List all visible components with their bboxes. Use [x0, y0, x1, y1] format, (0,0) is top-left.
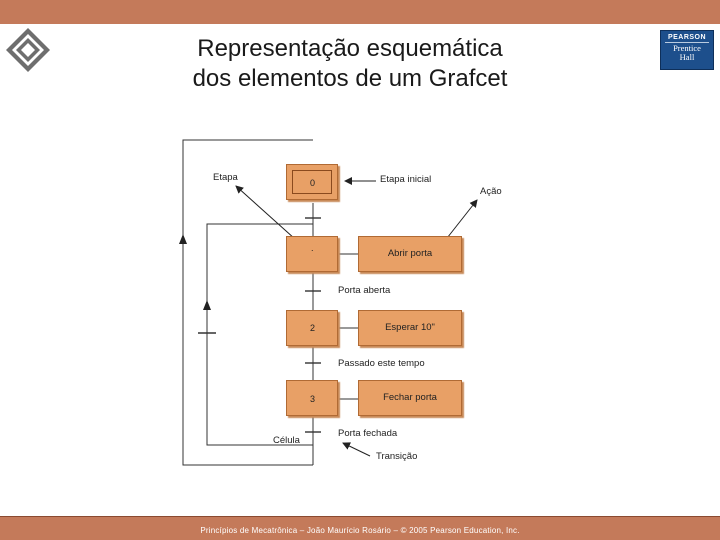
label-etapa-inicial: Etapa inicial	[380, 174, 432, 185]
step-box-3: 3	[286, 380, 338, 416]
publisher-logo: PEARSON Prentice Hall	[660, 30, 714, 70]
label-celula: Célula	[273, 435, 300, 446]
title-line-2: dos elementos de um Grafcet	[192, 65, 508, 92]
bottom-bar: Princípios de Mecatrônica – João Mauríci…	[0, 516, 720, 540]
footer-copyright: Princípios de Mecatrônica – João Mauríci…	[200, 526, 520, 535]
action-box-wait: Esperar 10"	[358, 310, 462, 346]
action-box-open-door: Abrir porta	[358, 236, 462, 272]
step-number: 2	[310, 323, 316, 333]
label-etapa: Etapa	[213, 172, 238, 183]
publisher-imprint-line2: Hall	[679, 52, 695, 62]
label-transition-time-elapsed: Passado este tempo	[338, 358, 425, 369]
step-number: 3	[310, 394, 316, 404]
diamond-logo-icon	[6, 28, 50, 72]
inner-loop-arrow-icon	[203, 300, 211, 310]
label-acao: Ação	[480, 186, 502, 197]
publisher-imprint-line1: Prentice	[673, 43, 701, 53]
arrow-transicao	[342, 442, 371, 457]
publisher-divider	[665, 42, 709, 43]
action-box-close-door: Fechar porta	[358, 380, 462, 416]
title-line-1: Representação esquemática	[197, 35, 503, 62]
label-transition-door-closed: Porta fechada	[338, 428, 398, 439]
top-bar	[0, 0, 720, 24]
step-box-1: .	[286, 236, 338, 272]
step-number: 0	[310, 178, 316, 188]
outer-loop-arrow-icon	[179, 234, 187, 244]
publisher-name: PEARSON	[667, 34, 707, 41]
initial-step-inner-frame	[292, 170, 332, 194]
label-transition-door-open: Porta aberta	[338, 285, 391, 296]
step-box-2: 2	[286, 310, 338, 346]
step-number: .	[311, 243, 314, 253]
step-box-initial: 0	[286, 164, 338, 200]
label-transicao: Transição	[376, 451, 418, 462]
slide-title: Representação esquemática dos elementos …	[130, 34, 570, 94]
